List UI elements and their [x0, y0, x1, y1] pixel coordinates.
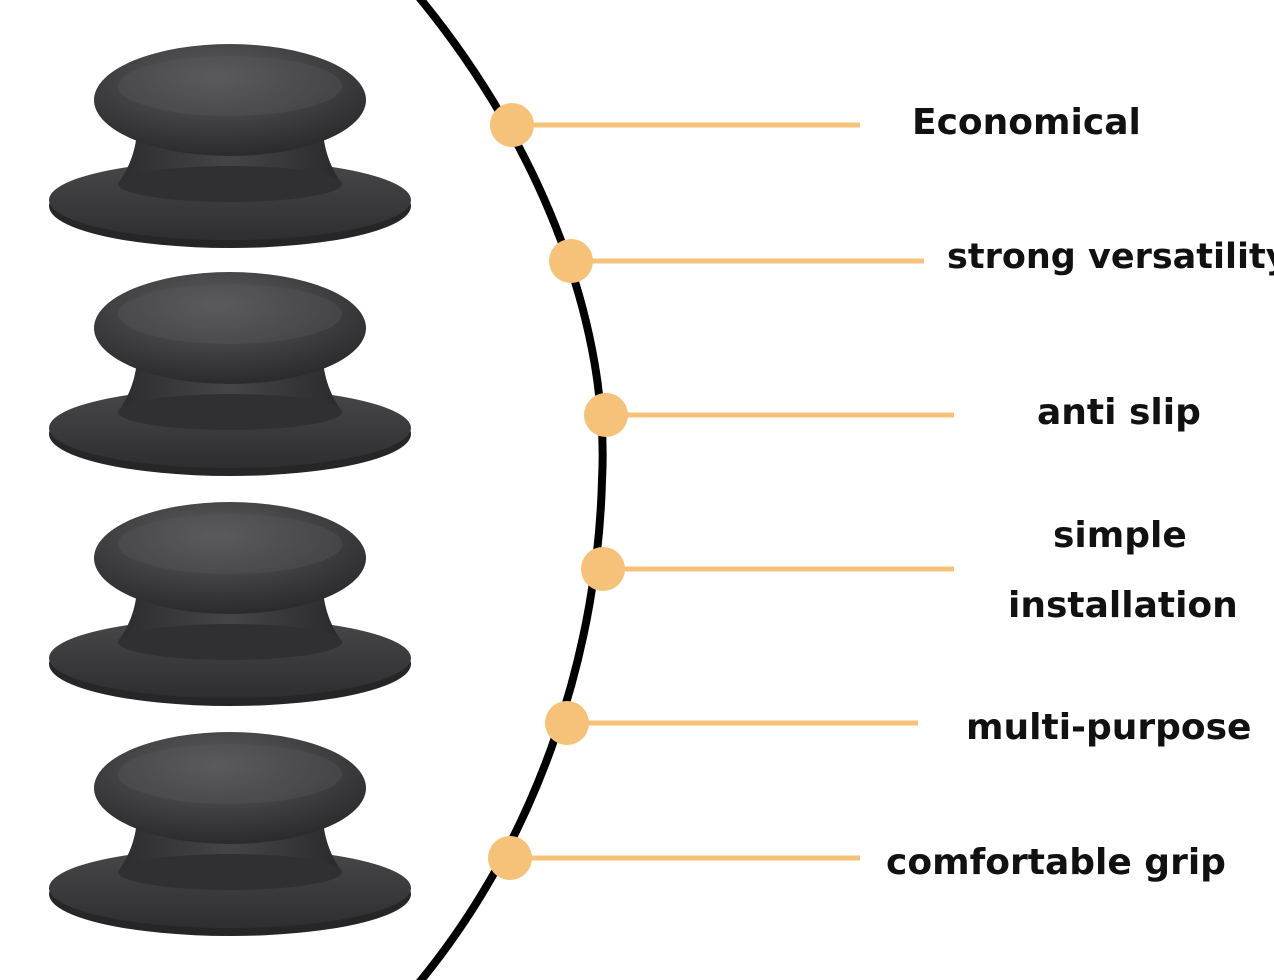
connector-dot-comfortable-grip	[488, 836, 532, 880]
pot-lid-knob-icon	[49, 732, 411, 936]
pot-lid-knob-icon	[49, 272, 411, 476]
feature-label-simple-installation-line1: simple	[1053, 515, 1187, 556]
feature-label-comfortable-grip: comfortable grip	[886, 842, 1226, 883]
connector-dot-multi-purpose	[545, 701, 589, 745]
feature-label-economical: Economical	[912, 102, 1141, 143]
pot-lid-knob-icon	[49, 44, 411, 248]
feature-label-anti-slip: anti slip	[1037, 392, 1201, 433]
arc-line	[416, 0, 607, 980]
connector-dot-strong-versatility	[549, 239, 593, 283]
knob-stack	[49, 44, 411, 936]
feature-label-simple-installation-line2: installation	[1008, 585, 1238, 626]
connector-dot-anti-slip	[584, 393, 628, 437]
feature-label-strong-versatility: strong versatility	[947, 237, 1274, 277]
connector-dot-simple-installation	[581, 547, 625, 591]
connector-dot-economical	[490, 103, 534, 147]
feature-arc	[416, 0, 954, 980]
pot-lid-knob-icon	[49, 502, 411, 706]
feature-label-multi-purpose: multi-purpose	[966, 707, 1251, 748]
